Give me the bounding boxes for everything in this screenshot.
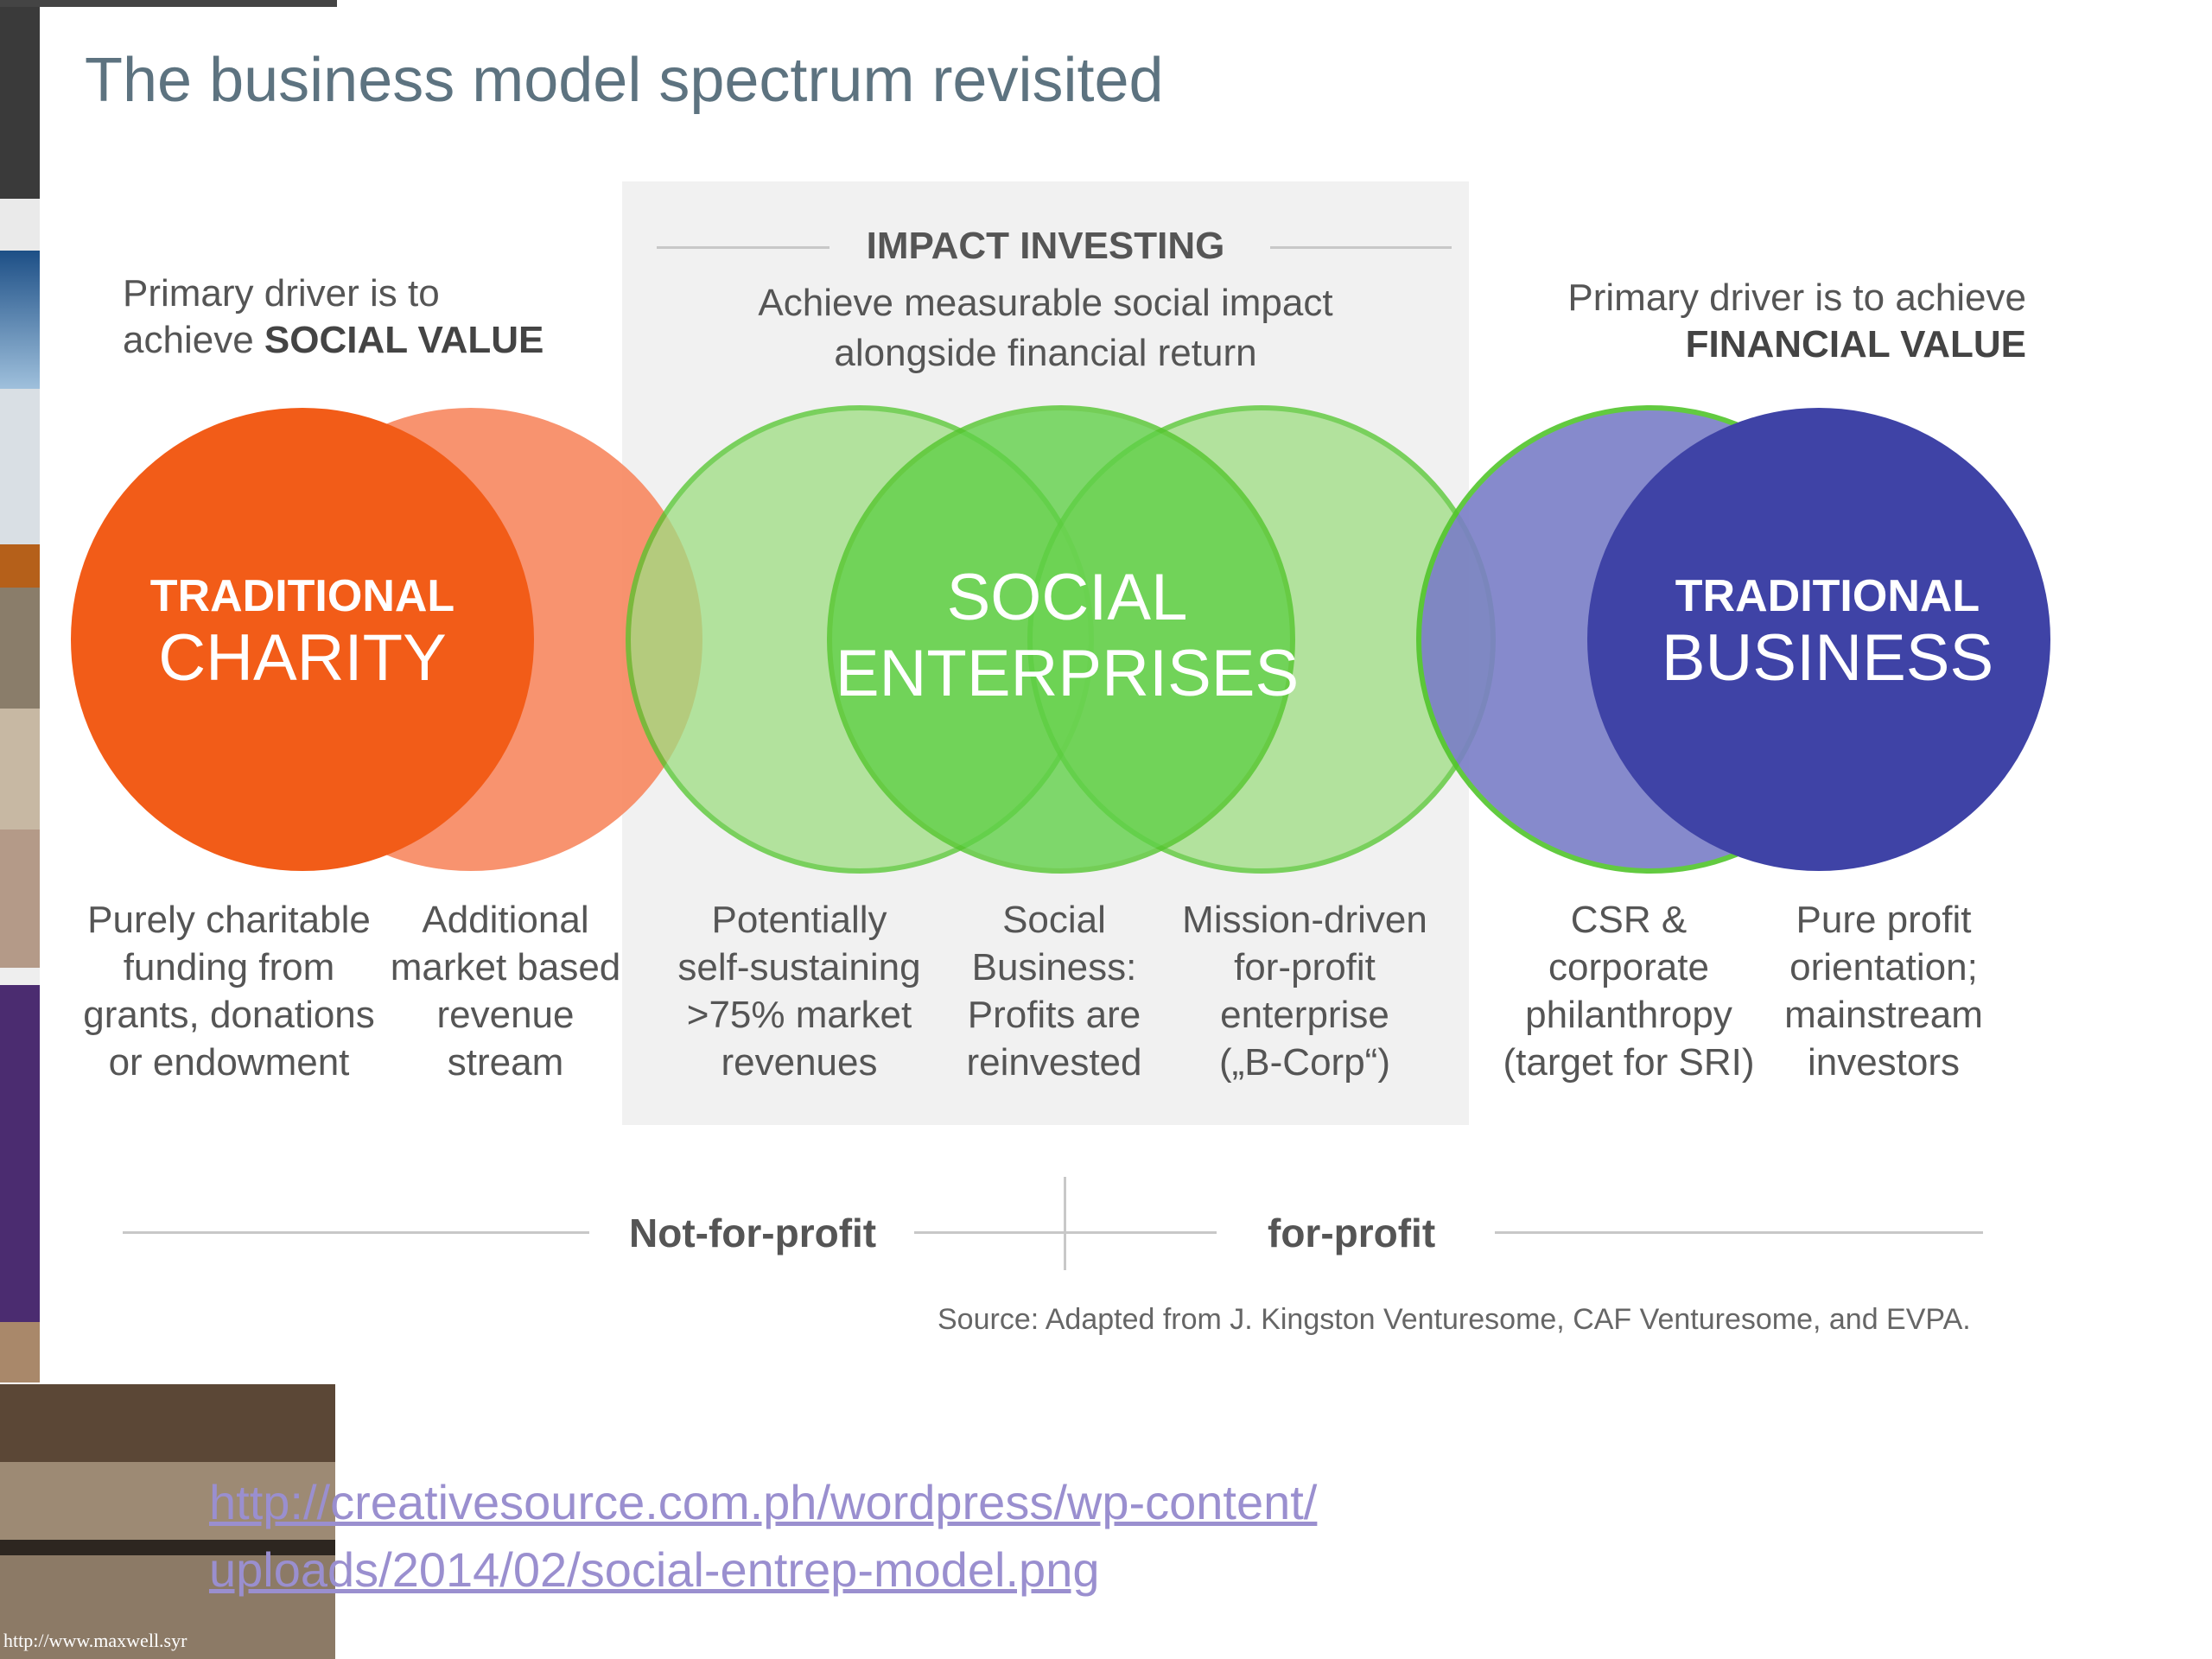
image-source-link[interactable]: http://creativesource.com.ph/wordpress/w… [209, 1475, 1318, 1597]
desc-csr: CSR & corporate philanthropy (target for… [1503, 899, 1755, 1084]
charity-label: TRADITIONAL CHARITY [130, 570, 475, 695]
photo-caption: http://www.maxwell.syr [3, 1630, 188, 1651]
left-driver-line1: Primary driver is to [123, 272, 440, 315]
right-driver-line1: Primary driver is to achieve [1567, 276, 2026, 319]
desc-self-sustaining: Potentially self-sustaining >75% market … [677, 899, 921, 1084]
business-label-top: TRADITIONAL [1675, 571, 1980, 621]
right-driver: Primary driver is to achieve FINANCIAL V… [1542, 275, 2026, 368]
desc-social-business: Social Business: Profits are reinvested [966, 899, 1142, 1084]
impact-subtitle-line1: Achieve measurable social impact [758, 282, 1333, 324]
slide-title: The business model spectrum revisited [85, 46, 1164, 115]
desc-purely-charitable: Purely charitable funding from grants, d… [83, 899, 375, 1084]
for-profit-label: for-profit [1268, 1211, 1436, 1255]
desc-additional-revenue: Additional market based revenue stream [390, 899, 621, 1084]
impact-line-left [657, 246, 830, 249]
axis-line-right [1495, 1231, 1983, 1234]
impact-subtitle-line2: alongside financial return [834, 332, 1257, 374]
not-for-profit-label: Not-for-profit [629, 1211, 877, 1255]
social-label-top: SOCIAL [946, 561, 1188, 634]
right-driver-bold: FINANCIAL VALUE [1685, 323, 2026, 365]
charity-label-top: TRADITIONAL [149, 571, 455, 621]
left-driver: Primary driver is to achieve SOCIAL VALU… [123, 270, 543, 364]
social-label-bottom: ENTERPRISES [835, 637, 1300, 710]
left-driver-prefix: achieve [123, 319, 264, 361]
business-circle [1587, 408, 2050, 871]
source-note: Source: Adapted from J. Kingston Venture… [938, 1303, 1971, 1336]
business-label: TRADITIONAL BUSINESS [1646, 570, 2009, 695]
axis-line-left [123, 1231, 589, 1234]
photo-strip [0, 0, 40, 1382]
desc-pure-profit: Pure profit orientation; mainstream inve… [1784, 899, 1983, 1084]
charity-circle [71, 408, 534, 871]
impact-subtitle: Achieve measurable social impact alongsi… [622, 278, 1469, 378]
impact-line-right [1270, 246, 1452, 249]
social-center-circle [827, 405, 1295, 874]
business-label-bottom: BUSINESS [1661, 621, 1994, 695]
left-driver-bold: SOCIAL VALUE [264, 319, 544, 361]
charity-label-bottom: CHARITY [158, 621, 447, 695]
axis-divider [1064, 1177, 1066, 1270]
desc-mission-driven: Mission-driven for-profit enterprise („B… [1182, 899, 1427, 1084]
social-enterprises-label: SOCIAL ENTERPRISES [808, 560, 1326, 712]
impact-heading: IMPACT INVESTING [866, 225, 1225, 267]
photo-strip-top [0, 0, 337, 7]
classroom-photo [0, 1384, 335, 1659]
